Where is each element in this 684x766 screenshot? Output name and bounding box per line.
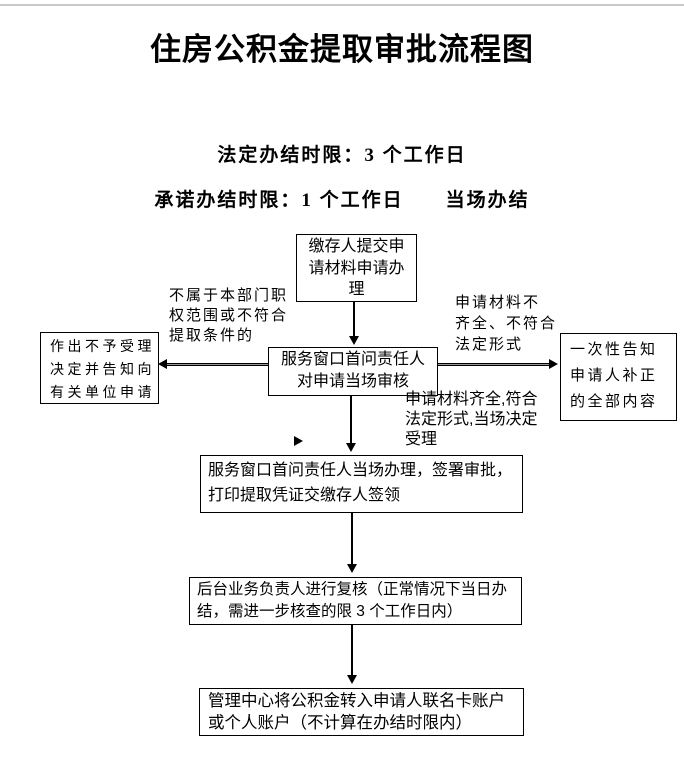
small-right-triangle-icon [294,436,303,446]
flow-node-window-review: 服务窗口首问责任人 对申请当场审核 [268,347,438,396]
arrow-review-to-reject-icon [158,359,268,369]
label-materials-incomplete: 申请材料不 齐全、不符合 法定形式 [455,294,558,353]
arrow-review-to-handle-icon [346,396,356,452]
arrow-handle-to-recheck-icon [347,513,357,573]
flow-node-notify-corrections: 一次性告知 申请人补正 的全部内容 [560,333,677,421]
flow-node-fund-transfer: 管理中心将公积金转入申请人联名卡账户 或个人账户（不计算在办结时限内） [199,688,524,736]
flow-node-onsite-handling: 服务窗口首问责任人当场办理，签署审批， 打印提取凭证交缴存人签领 [200,455,523,513]
arrow-review-to-notify-icon [438,359,558,369]
top-divider [0,4,684,6]
page-title: 住房公积金提取审批流程图 [150,32,534,67]
flow-node-submit-application: 缴存人提交申 请材料申请办 理 [296,234,417,302]
legal-time-limit-text: 法定办结时限：3 个工作日 [217,145,467,166]
arrow-recheck-to-transfer-icon [347,625,357,684]
label-materials-complete: 申请材料齐全,符合 法定形式,当场决定 受理 [405,391,538,448]
flow-node-backoffice-recheck: 后台业务负责人进行复核（正常情况下当日办 结，需进一步核查的限 3 个工作日内） [189,577,522,625]
arrow-submit-to-review-icon [349,302,359,345]
label-not-in-scope: 不属于本部门职 权范围或不符合 提取条件的 [169,287,289,344]
flow-node-reject-decision: 作出不予受理 决定并告知向 有关单位申请 [40,332,159,404]
promised-time-limit-text: 承诺办结时限：1 个工作日 当场办结 [154,190,530,211]
